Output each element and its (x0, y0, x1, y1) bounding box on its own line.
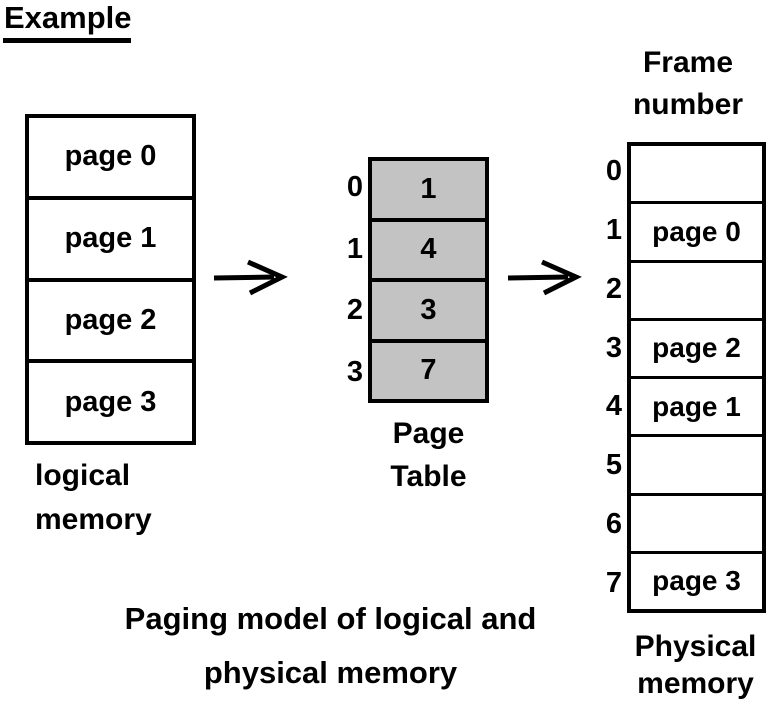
frame-number: 4 (605, 390, 622, 423)
page-table-index: 1 (346, 232, 363, 265)
logical-memory-label-line2: memory (35, 503, 152, 536)
frame-number-header: Frame number (598, 42, 778, 126)
caption-line1: Paging model of logical and (124, 601, 537, 636)
page-table-label: Page Table (356, 412, 501, 498)
frame-number: 6 (605, 508, 622, 541)
page-table-indices: 0 1 2 3 (335, 157, 363, 403)
logical-memory-table: page 0 page 1 page 2 page 3 (25, 114, 196, 445)
physical-memory-cell: page 2 (631, 321, 762, 379)
physical-memory-cell (631, 437, 762, 496)
physical-memory-cell (631, 146, 762, 205)
frame-number: 5 (605, 449, 622, 482)
page-table-index: 3 (346, 355, 363, 388)
frame-number-column: 0 1 2 3 4 5 6 7 (580, 142, 622, 613)
page-table: 1 4 3 7 (368, 157, 489, 403)
logical-memory-cell: page 0 (29, 118, 192, 200)
page-table-entry: 7 (420, 354, 437, 387)
logical-memory-cell: page 2 (29, 282, 192, 364)
frame-number: 7 (605, 567, 622, 600)
page-table-entry: 3 (372, 282, 485, 343)
logical-memory-cell: page 1 (29, 200, 192, 282)
page-table-index: 0 (346, 171, 363, 204)
frame-number-header-line1: Frame (642, 46, 734, 79)
physical-memory-cell (631, 263, 762, 321)
page-table-label-line1: Page (392, 417, 465, 450)
physical-memory-label-line1: Physical (634, 630, 757, 663)
arrow-right-icon (507, 259, 582, 296)
physical-memory-table: page 0 page 2 page 1 page 3 (627, 142, 766, 613)
page-table-label-line2: Table (390, 460, 467, 493)
frame-number: 2 (605, 272, 622, 305)
caption-line2: physical memory (203, 655, 458, 690)
page-table-index: 2 (346, 294, 363, 327)
physical-memory-label-line2: memory (637, 667, 754, 700)
page-table-entry: 4 (372, 222, 485, 282)
logical-memory-label-line1: logical (35, 459, 131, 492)
logical-memory-cell: page 3 (64, 385, 157, 418)
page-table-entry: 1 (372, 161, 485, 222)
physical-memory-cell: page 1 (631, 379, 762, 438)
frame-number: 3 (605, 331, 622, 364)
physical-memory-cell: page 3 (652, 565, 741, 597)
logical-memory-label: logical memory (35, 454, 152, 542)
title-underline (3, 38, 131, 43)
physical-memory-label: Physical memory (608, 628, 779, 702)
arrow-right-icon (213, 259, 288, 296)
physical-memory-cell (631, 496, 762, 554)
frame-number: 1 (605, 213, 622, 246)
frame-number: 0 (605, 154, 622, 187)
frame-number-header-line2: number (632, 88, 743, 121)
diagram-caption: Paging model of logical and physical mem… (58, 592, 603, 700)
page-title: Example (4, 0, 132, 35)
physical-memory-cell: page 0 (631, 204, 762, 263)
